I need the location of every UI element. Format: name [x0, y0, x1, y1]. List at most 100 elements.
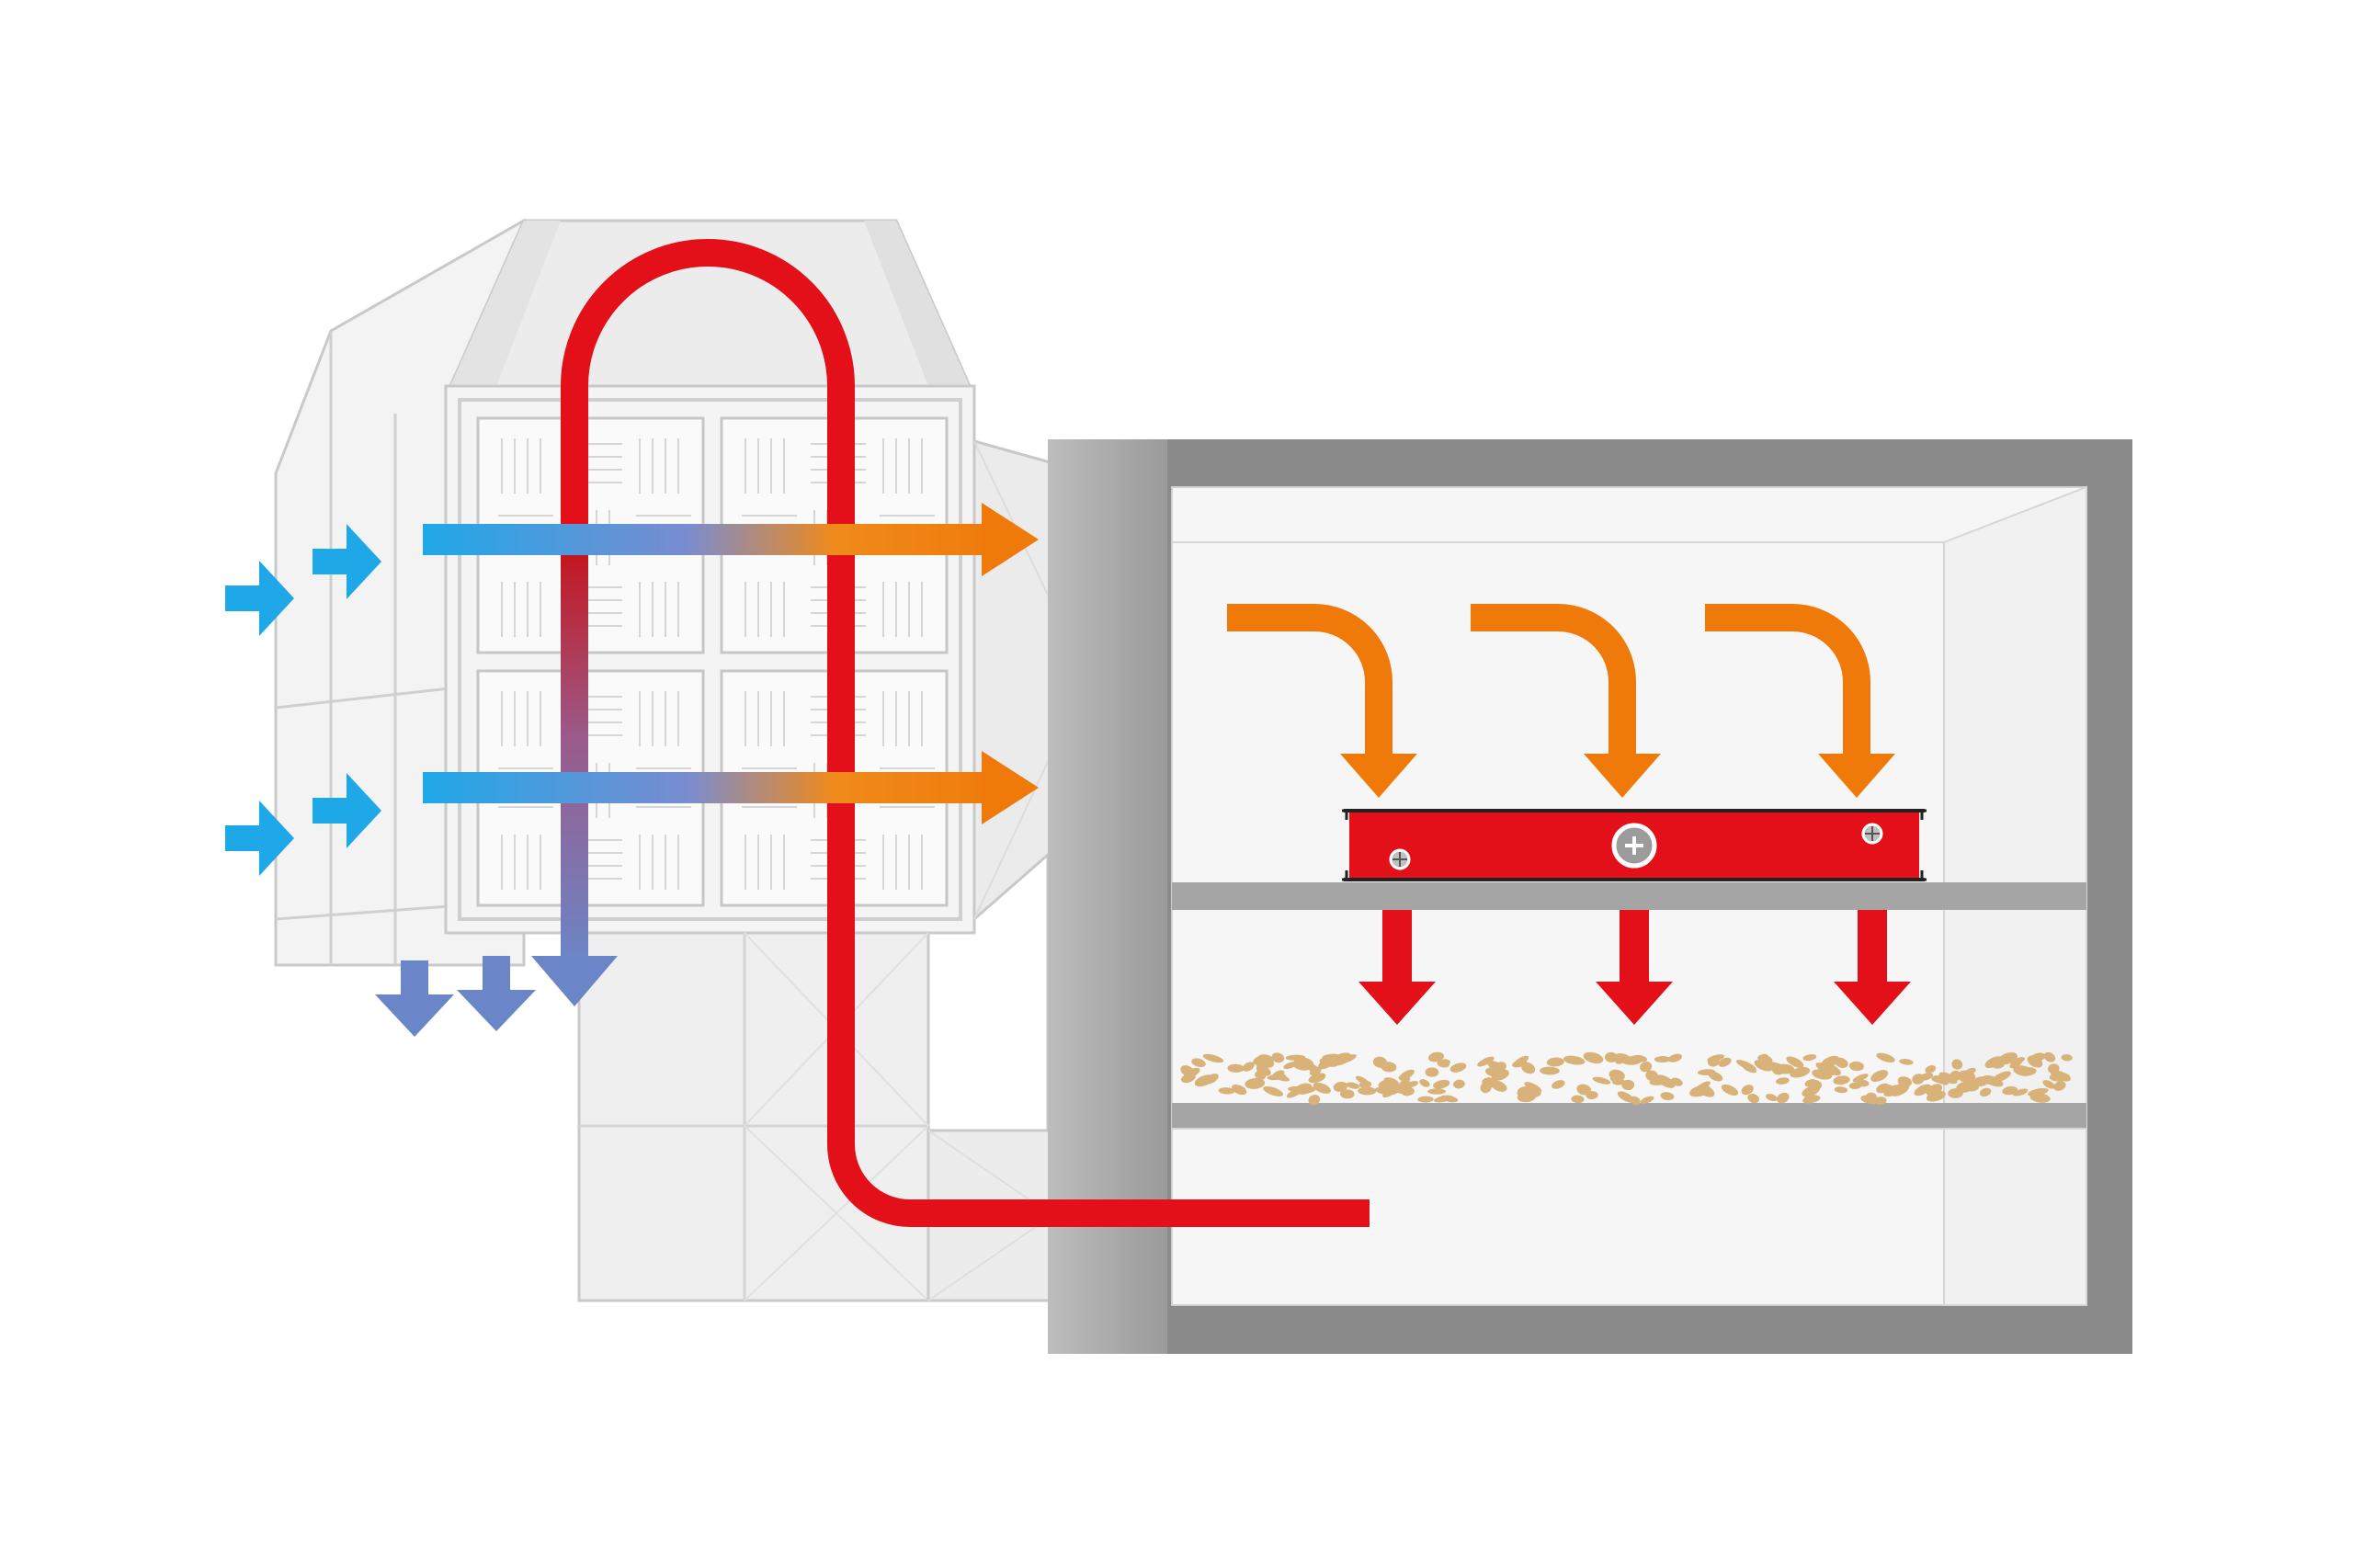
material-pellet [1292, 1059, 1313, 1071]
material-pellet [1938, 1072, 1958, 1085]
material-pellet [1592, 1076, 1611, 1085]
material-pellet [1583, 1051, 1604, 1064]
material-pellet [1876, 1052, 1895, 1062]
material-pellet [1563, 1055, 1586, 1065]
upper-shelf [1172, 882, 2086, 910]
material-pellet [2061, 1053, 2073, 1062]
arrow-down-icon [531, 956, 618, 1006]
arrow-right-icon [313, 773, 381, 848]
material-pellet [1630, 1096, 1641, 1106]
material-pellet [1427, 1051, 1445, 1062]
material-pellet [1180, 1073, 1196, 1084]
material-pellet [1914, 1084, 1932, 1096]
material-pellet [1889, 1083, 1910, 1096]
material-pellet [1232, 1085, 1247, 1096]
material-pellet [1977, 1076, 1998, 1085]
arrow-down-icon [1596, 910, 1673, 1025]
material-pellet [1949, 1070, 1961, 1081]
hot-pipe-loop [561, 239, 1370, 1227]
material-pellet [1576, 1084, 1592, 1096]
material-pellet [2053, 1081, 2066, 1091]
material-pellet [1333, 1081, 1348, 1092]
heater-panel [1342, 809, 1927, 881]
pipe-supply-leg [827, 386, 1370, 1227]
screw-icon [1861, 823, 1883, 845]
material-pellet [1389, 1084, 1406, 1094]
material-pellet [1984, 1056, 2003, 1068]
material-pellet [1697, 1084, 1715, 1097]
material-pellet [2043, 1051, 2056, 1062]
material-pellet [1487, 1061, 1502, 1071]
material-pellet [2042, 1080, 2056, 1089]
material-pellet [1191, 1058, 1206, 1068]
material-pellet [1203, 1074, 1219, 1085]
material-pellet [1774, 1063, 1795, 1074]
heat-exchanger-unit [274, 218, 1178, 1302]
material-pellet [1640, 1096, 1654, 1104]
material-pellet [1398, 1080, 1413, 1092]
material-pellet [1202, 1053, 1224, 1063]
material-pellet [2009, 1059, 2023, 1069]
material-pellet [1427, 1088, 1446, 1095]
material-pellet [1453, 1079, 1465, 1089]
material-pellet [1815, 1062, 1836, 1076]
curved-arrow-icon [1471, 604, 1661, 798]
material-pellet [1227, 1063, 1245, 1073]
material-pellet [1912, 1074, 1925, 1085]
curved-arrow-icon [1705, 604, 1895, 798]
material-pellet [1654, 1055, 1671, 1063]
material-pellet [1821, 1055, 1840, 1068]
material-pellet [1741, 1085, 1754, 1096]
material-pellet [1302, 1086, 1316, 1094]
material-pellet [1777, 1092, 1790, 1104]
material-pellet [1804, 1079, 1816, 1087]
material-pellet [1951, 1059, 1963, 1070]
material-pellet [1267, 1074, 1287, 1081]
material-pellet [1336, 1054, 1357, 1064]
supply-airflow-arrows [423, 503, 1039, 824]
material-pellet [1218, 1087, 1235, 1095]
material-pellet [1933, 1075, 1949, 1085]
arrow-right-icon [225, 561, 294, 636]
material-pellet [1790, 1067, 1811, 1078]
material-pellet [1608, 1069, 1625, 1081]
material-pellet [1631, 1054, 1648, 1062]
arrow-down-icon [1834, 910, 1911, 1025]
material-pellet [1546, 1057, 1564, 1067]
material-pellet [1242, 1062, 1255, 1072]
material-pellet [1655, 1074, 1676, 1088]
material-pellet [1318, 1056, 1336, 1070]
material-pellet [2013, 1066, 2032, 1076]
material-pellet [1346, 1082, 1360, 1089]
material-pellet [1707, 1056, 1720, 1067]
material-pellet [2002, 1085, 2018, 1096]
material-pellet [2050, 1070, 2071, 1082]
material-pellet [1834, 1086, 1848, 1094]
material-pellet [1358, 1080, 1372, 1088]
material-pellet [1667, 1053, 1683, 1062]
material-pellet [1571, 1095, 1585, 1104]
lower-shelf [1172, 1103, 2086, 1129]
material-pellet [1803, 1095, 1821, 1101]
material-pellet [1398, 1074, 1411, 1082]
material-pellets [1180, 1051, 2073, 1106]
material-pellet [1308, 1073, 1326, 1084]
material-pellet [1255, 1071, 1267, 1080]
material-pellet [1604, 1051, 1618, 1062]
material-pellet [1358, 1086, 1377, 1096]
material-pellet [2012, 1088, 2029, 1096]
material-pellet [1263, 1058, 1275, 1068]
arrow-down-icon [1358, 910, 1436, 1025]
material-pellet [1285, 1054, 1306, 1061]
heat-down-arrows [1358, 910, 1911, 1025]
material-pellet [1881, 1085, 1894, 1095]
screw-icon [1389, 848, 1411, 870]
drying-chamber [1048, 439, 2132, 1354]
material-pellet [1956, 1081, 1975, 1093]
material-pellet [1747, 1093, 1760, 1104]
screw-icon [1611, 823, 1657, 869]
material-pellet [1926, 1090, 1946, 1102]
material-pellet [1419, 1079, 1430, 1087]
material-pellet [1865, 1092, 1877, 1103]
